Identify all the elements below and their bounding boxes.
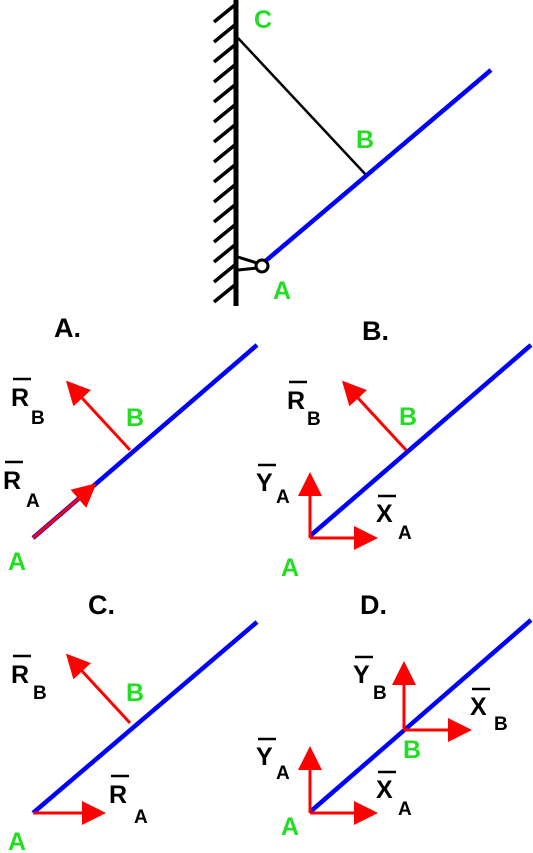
- svg-text:A: A: [398, 523, 412, 544]
- point-label-a: A: [8, 548, 26, 576]
- svg-text:A: A: [134, 807, 148, 828]
- point-label-b: B: [356, 126, 374, 154]
- svg-text:R: R: [3, 467, 21, 495]
- point-label-b: B: [399, 403, 417, 431]
- svg-text:X: X: [470, 693, 487, 721]
- force-arrow-rb: [341, 380, 408, 452]
- svg-text:X: X: [376, 500, 393, 528]
- point-label-b: B: [126, 679, 144, 707]
- force-label-ra: R A: [109, 774, 148, 828]
- svg-text:B: B: [31, 408, 45, 429]
- svg-text:B: B: [33, 683, 47, 704]
- option-c[interactable]: C. B A R B R A: [8, 590, 259, 853]
- force-label-rb: R B: [11, 654, 47, 704]
- force-label-xb: X B: [470, 687, 508, 735]
- option-label: C.: [88, 590, 115, 620]
- svg-text:X: X: [376, 776, 393, 804]
- point-label-b: B: [126, 404, 144, 432]
- beam: [31, 620, 259, 815]
- force-label-ra: R A: [3, 460, 40, 512]
- point-label-a: A: [281, 813, 299, 841]
- force-label-xa: X A: [376, 494, 412, 544]
- option-label: D.: [360, 590, 387, 620]
- svg-text:Y: Y: [353, 661, 370, 689]
- option-b[interactable]: B. B A R B Y A X A: [256, 316, 533, 582]
- svg-text:A: A: [26, 491, 40, 512]
- option-label: B.: [362, 316, 389, 346]
- svg-text:R: R: [109, 781, 127, 809]
- force-label-xa: X A: [376, 770, 412, 820]
- force-label-rb: R B: [11, 377, 45, 429]
- svg-text:Y: Y: [256, 743, 273, 771]
- option-label: A.: [54, 313, 81, 343]
- option-a[interactable]: A. B A R B R A: [3, 313, 259, 576]
- point-label-a: A: [8, 828, 26, 853]
- force-label-ya: Y A: [256, 737, 290, 784]
- force-label-ya: Y A: [256, 463, 290, 508]
- setup-figure: C B A: [212, 0, 493, 306]
- svg-text:B: B: [494, 714, 508, 735]
- point-label-a: A: [281, 554, 299, 582]
- svg-text:Y: Y: [256, 469, 273, 497]
- svg-text:B: B: [373, 683, 387, 704]
- force-arrow-ra: [32, 483, 97, 540]
- svg-text:R: R: [287, 387, 305, 415]
- svg-text:B: B: [307, 409, 321, 430]
- cable-cb: [237, 37, 368, 177]
- svg-text:R: R: [11, 384, 29, 412]
- svg-text:A: A: [276, 487, 290, 508]
- svg-text:A: A: [398, 799, 412, 820]
- wall-hatching: [212, 2, 238, 304]
- force-label-rb: R B: [287, 380, 321, 430]
- svg-text:R: R: [11, 661, 29, 689]
- point-label-b: B: [403, 736, 421, 764]
- point-label-c: C: [254, 6, 272, 34]
- beam: [308, 343, 533, 538]
- point-label-a: A: [273, 277, 291, 305]
- force-arrow-rb: [65, 380, 132, 452]
- force-arrow-rb: [65, 653, 132, 725]
- option-d[interactable]: D. B A Y B X B Y A X A: [256, 590, 533, 841]
- beam: [308, 618, 533, 814]
- beam: [260, 68, 493, 266]
- svg-text:A: A: [276, 763, 290, 784]
- force-label-yb: Y B: [353, 655, 387, 704]
- pin-support: [237, 255, 270, 274]
